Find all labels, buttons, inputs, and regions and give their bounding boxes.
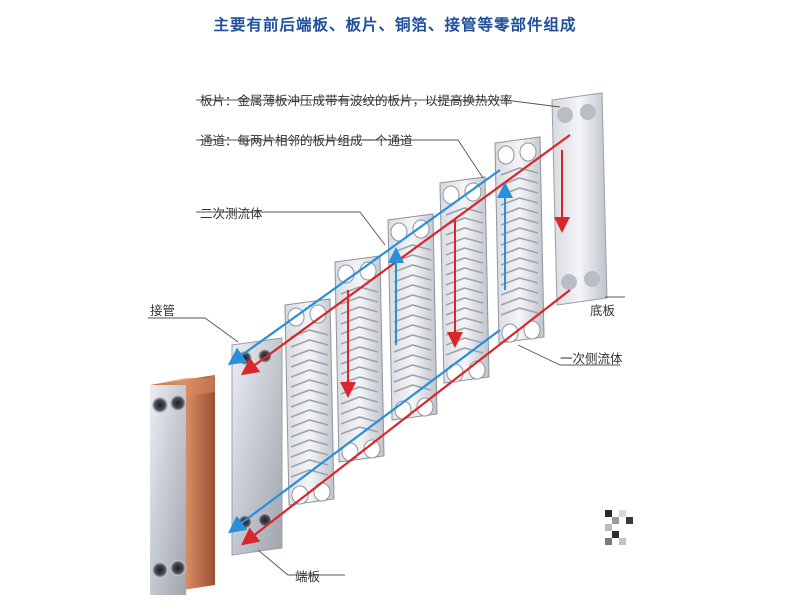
assembled-front-face	[150, 385, 186, 595]
assembled-exchanger	[150, 375, 215, 595]
label-end-plate: 端板	[295, 569, 321, 584]
label-secondary-fluid: 二次测流体	[200, 206, 263, 221]
cold-flow-top	[227, 169, 501, 366]
label-bottom-plate: 底板	[590, 303, 616, 318]
corrugated-plate	[334, 255, 385, 463]
page-title: 主要有前后端板、板片、铜箔、接管等零部件组成	[213, 16, 577, 34]
label-primary-fluid: 一次侧流体	[560, 351, 623, 366]
port-hole	[416, 397, 434, 417]
port-hole	[291, 485, 309, 505]
end-plate	[231, 337, 283, 556]
bottom-plate	[551, 92, 608, 306]
leader-secondary	[196, 211, 386, 246]
label-plate: 板片：金属薄板冲压成带有波纹的板片，以提高换热效率	[200, 93, 513, 108]
leader-end-plate	[257, 549, 345, 576]
leader-primary	[517, 344, 620, 366]
port-hole	[390, 222, 408, 242]
port-hole	[501, 323, 519, 343]
leader-channel	[196, 139, 484, 179]
port-hole	[519, 142, 537, 162]
leader-plate	[196, 99, 561, 108]
port-hole	[523, 320, 541, 340]
label-channel: 通道：每两片相邻的板片组成一个通道	[200, 133, 413, 148]
corrugated-plate	[284, 298, 335, 506]
port-hole	[497, 145, 515, 165]
hot-flow-top	[240, 134, 571, 376]
corrugated-plate	[494, 136, 545, 344]
cold-flow-bottom	[227, 329, 501, 534]
flow-lines	[227, 134, 571, 546]
leader-nozzle	[148, 317, 239, 343]
port-hole	[468, 360, 486, 380]
hot-flow-bottom	[241, 289, 571, 546]
label-nozzle: 接管	[150, 303, 176, 318]
leader-lines	[148, 99, 625, 576]
